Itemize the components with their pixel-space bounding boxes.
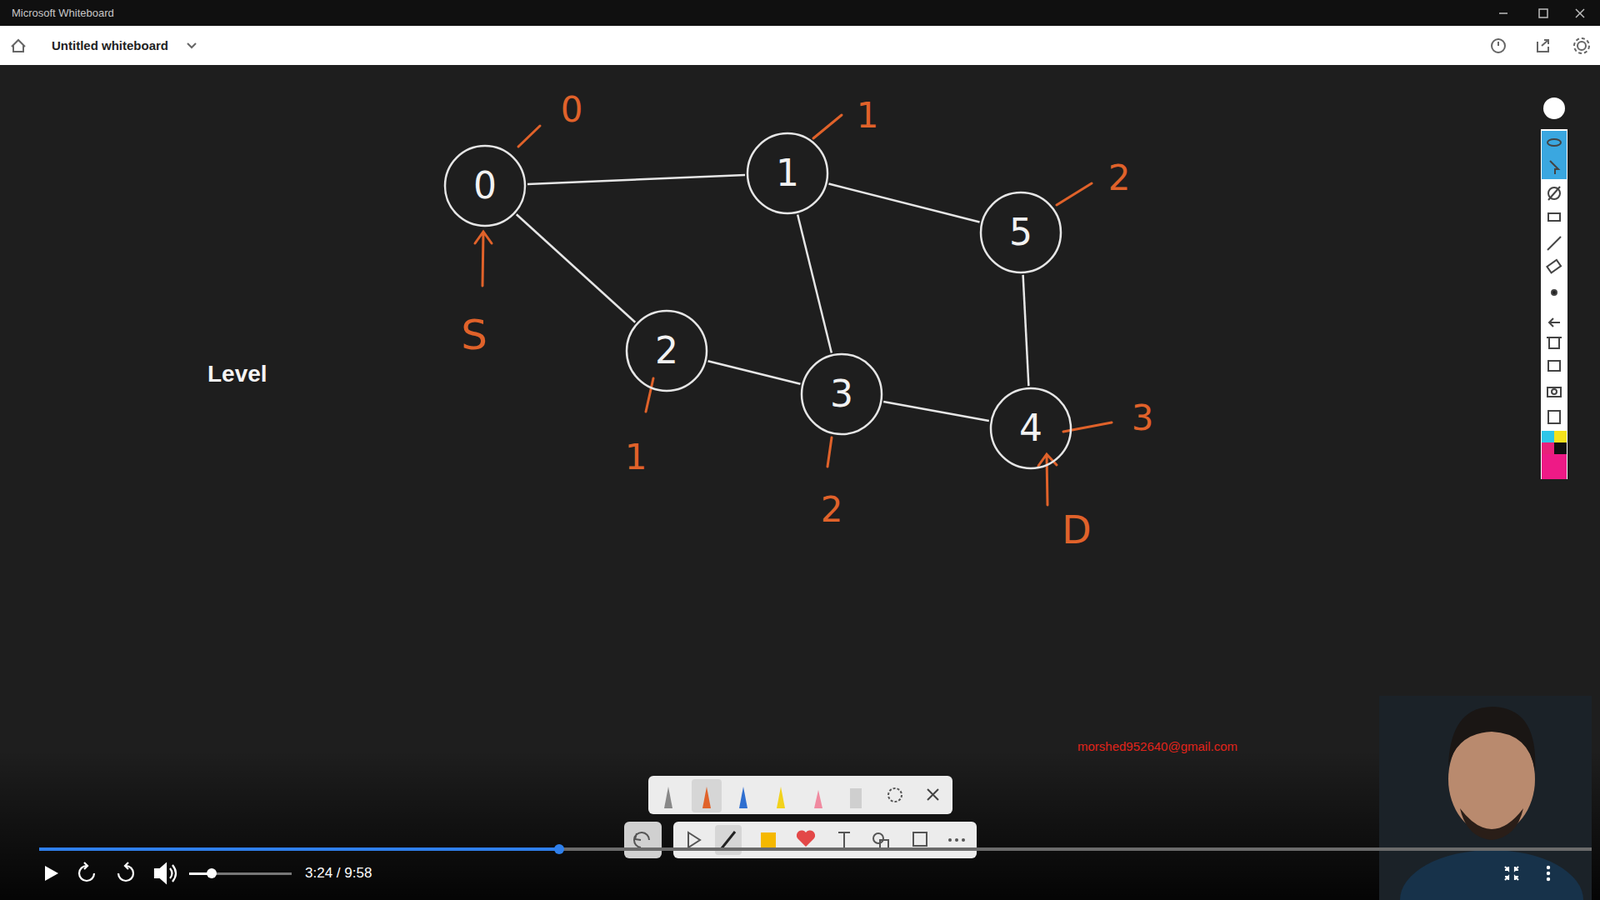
graph-node: 3 [800,352,884,436]
player-shade [0,750,1600,900]
node-number: 2 [655,332,679,370]
node-number: 5 [1009,214,1033,251]
window-buttons [1499,9,1585,18]
graph-edge [828,184,980,223]
webcam [1379,695,1592,900]
graph-node: 5 [979,190,1063,275]
player-controls [39,844,1592,883]
toolbar-icons [11,38,1590,54]
heading-text: Level [207,361,268,388]
pen-toolbar [624,775,977,859]
level-number: 1 [625,438,648,477]
leader-lines [475,115,1112,505]
level-number: 3 [1131,399,1155,438]
graph-node: 1 [745,131,830,215]
node-number: 1 [775,155,800,192]
level-number: 2 [820,490,844,530]
graph-node: 2 [625,309,709,393]
graph-edge [527,175,745,185]
graph-edge [708,360,801,384]
graph-edge [516,214,635,322]
level-number: 1 [856,96,880,135]
side-toolbar [1540,97,1568,480]
graph-edge [1023,275,1030,386]
level-number: 0 [560,90,584,130]
document-title: Untitled whiteboard [51,39,169,54]
source-label: S [460,312,488,359]
time-display: 3:24 / 9:58 [305,865,372,882]
graph-node: 4 [989,386,1073,470]
window-title: Microsoft Whiteboard [11,7,115,20]
node-number: 0 [473,167,497,205]
level-number: 2 [1108,159,1131,198]
app-toolbar [0,25,1600,65]
title-bar [0,0,1600,26]
node-number: 3 [830,375,854,413]
graph-edge [797,215,832,354]
graph-edge [883,401,990,421]
destination-label: D [1061,509,1091,552]
watermark: morshed952640@gmail.com [1077,740,1238,755]
node-number: 4 [1019,410,1043,447]
graph-node: 0 [443,144,527,228]
